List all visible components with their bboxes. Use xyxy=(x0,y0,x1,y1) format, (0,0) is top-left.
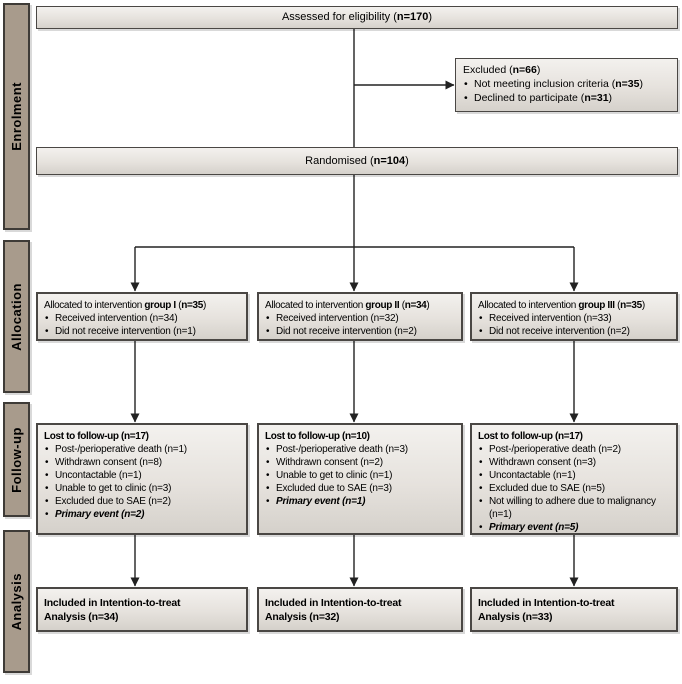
list-item: Did not receive intervention (n=2) xyxy=(478,325,674,338)
stage-bar-followup: Follow-up xyxy=(3,402,30,517)
followup-header: Lost to follow-up (n=17) xyxy=(44,431,149,442)
list-item: Uncontactable (n=1) xyxy=(478,469,674,482)
analysis-box-group-2: Included in Intention-to-treat Analysis … xyxy=(257,587,463,632)
list-item: Excluded due to SAE (n=3) xyxy=(265,482,459,495)
followup-box-group-3: Lost to follow-up (n=17) Post-/periopera… xyxy=(470,423,678,535)
list-item: Primary event (n=5) xyxy=(478,521,674,534)
list-item: Unable to get to clinic (n=3) xyxy=(44,482,244,495)
stage-label-analysis: Analysis xyxy=(9,572,24,631)
stage-bar-analysis: Analysis xyxy=(3,530,30,673)
list-item: Withdrawn consent (n=2) xyxy=(265,456,459,469)
analysis-line: Included in Intention-to-treat xyxy=(265,597,402,609)
assessed-text: Assessed for eligibility (n=170) xyxy=(281,11,433,23)
analysis-line: Analysis (n=33) xyxy=(478,611,553,623)
list-item: Did not receive intervention (n=2) xyxy=(265,325,459,338)
list-item: Received intervention (n=34) xyxy=(44,312,244,325)
list-item: Post-/perioperative death (n=1) xyxy=(44,443,244,456)
followup-header: Lost to follow-up (n=17) xyxy=(478,431,583,442)
excluded-box: Excluded (n=66) Not meeting inclusion cr… xyxy=(455,58,678,112)
allocation-box-group-3: Allocated to intervention group III (n=3… xyxy=(470,292,678,341)
list-item: Primary event (n=2) xyxy=(44,508,244,521)
assessed-box: Assessed for eligibility (n=170) xyxy=(36,6,678,29)
analysis-line: Analysis (n=34) xyxy=(44,611,119,623)
list-item: Withdrawn consent (n=8) xyxy=(44,456,244,469)
list-item: Unable to get to clinic (n=1) xyxy=(265,469,459,482)
stage-bar-allocation: Allocation xyxy=(3,240,30,393)
list-item: Post-/perioperative death (n=2) xyxy=(478,443,674,456)
stage-label-followup: Follow-up xyxy=(9,426,24,493)
list-item: Received intervention (n=33) xyxy=(478,312,674,325)
list-item: Received intervention (n=32) xyxy=(265,312,459,325)
analysis-box-group-3: Included in Intention-to-treat Analysis … xyxy=(470,587,678,632)
stage-bar-enrolment: Enrolment xyxy=(3,3,30,230)
analysis-box-group-1: Included in Intention-to-treat Analysis … xyxy=(36,587,248,632)
allocation-box-group-2: Allocated to intervention group II (n=34… xyxy=(257,292,463,341)
followup-box-group-1: Lost to follow-up (n=17) Post-/periopera… xyxy=(36,423,248,535)
followup-box-group-2: Lost to follow-up (n=10) Post-/periopera… xyxy=(257,423,463,535)
list-item: Withdrawn consent (n=3) xyxy=(478,456,674,469)
excluded-header: Excluded (n=66) xyxy=(463,64,541,76)
allocation-header: Allocated to intervention group I (n=35) xyxy=(44,300,206,311)
analysis-line: Included in Intention-to-treat xyxy=(478,597,615,609)
list-item: Excluded due to SAE (n=2) xyxy=(44,495,244,508)
list-item: Post-/perioperative death (n=3) xyxy=(265,443,459,456)
list-item: Excluded due to SAE (n=5) xyxy=(478,482,674,495)
list-item: Declined to participate (n=31) xyxy=(463,91,673,105)
randomised-text: Randomised (n=104) xyxy=(305,154,409,167)
list-item: Did not receive intervention (n=1) xyxy=(44,325,244,338)
list-item: Not willing to adhere due to malignancy … xyxy=(478,495,674,521)
list-item: Not meeting inclusion criteria (n=35) xyxy=(463,77,673,91)
list-item: Primary event (n=1) xyxy=(265,495,459,508)
allocation-header: Allocated to intervention group III (n=3… xyxy=(478,300,645,311)
stage-label-enrolment: Enrolment xyxy=(9,82,24,151)
randomised-box: Randomised (n=104) xyxy=(36,147,678,175)
analysis-line: Analysis (n=32) xyxy=(265,611,340,623)
allocation-box-group-1: Allocated to intervention group I (n=35)… xyxy=(36,292,248,341)
list-item: Uncontactable (n=1) xyxy=(44,469,244,482)
analysis-line: Included in Intention-to-treat xyxy=(44,597,181,609)
allocation-header: Allocated to intervention group II (n=34… xyxy=(265,300,430,311)
stage-label-allocation: Allocation xyxy=(9,282,24,351)
followup-header: Lost to follow-up (n=10) xyxy=(265,431,370,442)
